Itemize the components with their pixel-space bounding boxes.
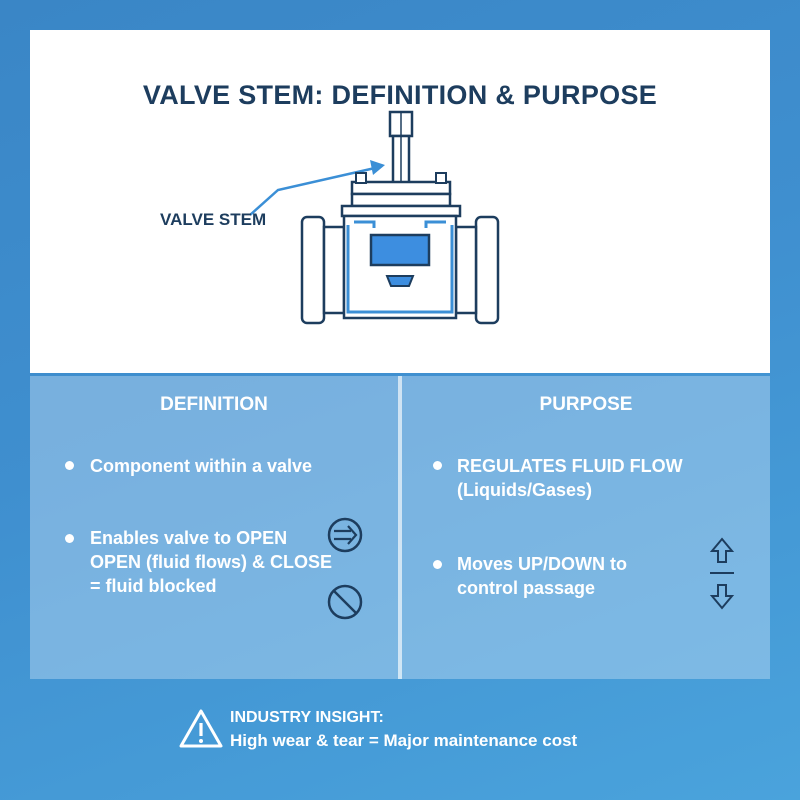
purpose-item-2: Moves UP/DOWN to control passage [457,554,628,598]
purpose-panel: PURPOSE REGULATES FLUID FLOW (Liquids/Ga… [402,376,770,679]
valve-gate [369,233,431,287]
definition-item-1: Component within a valve [90,456,313,476]
bullet [433,461,442,470]
stem-pointer-arrow [249,160,385,216]
valve-body [342,214,458,320]
left-pipe-flange [300,215,346,325]
definition-panel: DEFINITION Component within a valve Enab… [30,376,398,679]
arrow-down-icon [709,584,735,610]
definition-item-2: Enables valve to OPEN OPEN (fluid flows)… [90,528,332,596]
insight-title: INDUSTRY INSIGHT: [230,709,384,726]
bullet [433,560,442,569]
right-pipe-flange [454,215,500,325]
no-entry-icon [327,584,363,620]
purpose-item-1: REGULATES FLUID FLOW (Liquids/Gases) [457,456,683,500]
diagram-card: VALVE STEM: DEFINITION & PURPOSE [30,30,770,373]
bullet [65,534,74,543]
insight-text: High wear & tear = Major maintenance cos… [230,731,578,750]
valve-diagram [249,110,500,325]
valve-stem-label: VALVE STEM [160,210,267,229]
purpose-heading: PURPOSE [539,394,633,415]
definition-heading: DEFINITION [160,394,268,415]
bullet [65,461,74,470]
panel-divider [398,376,402,679]
arrow-right-circle-icon [327,517,363,553]
bonnet-flange [340,172,462,218]
arrow-up-icon [709,537,735,563]
warning-icon [179,709,223,748]
stem-nut [388,110,414,138]
up-down-arrows-icon [709,537,735,610]
page-title: VALVE STEM: DEFINITION & PURPOSE [142,80,658,110]
